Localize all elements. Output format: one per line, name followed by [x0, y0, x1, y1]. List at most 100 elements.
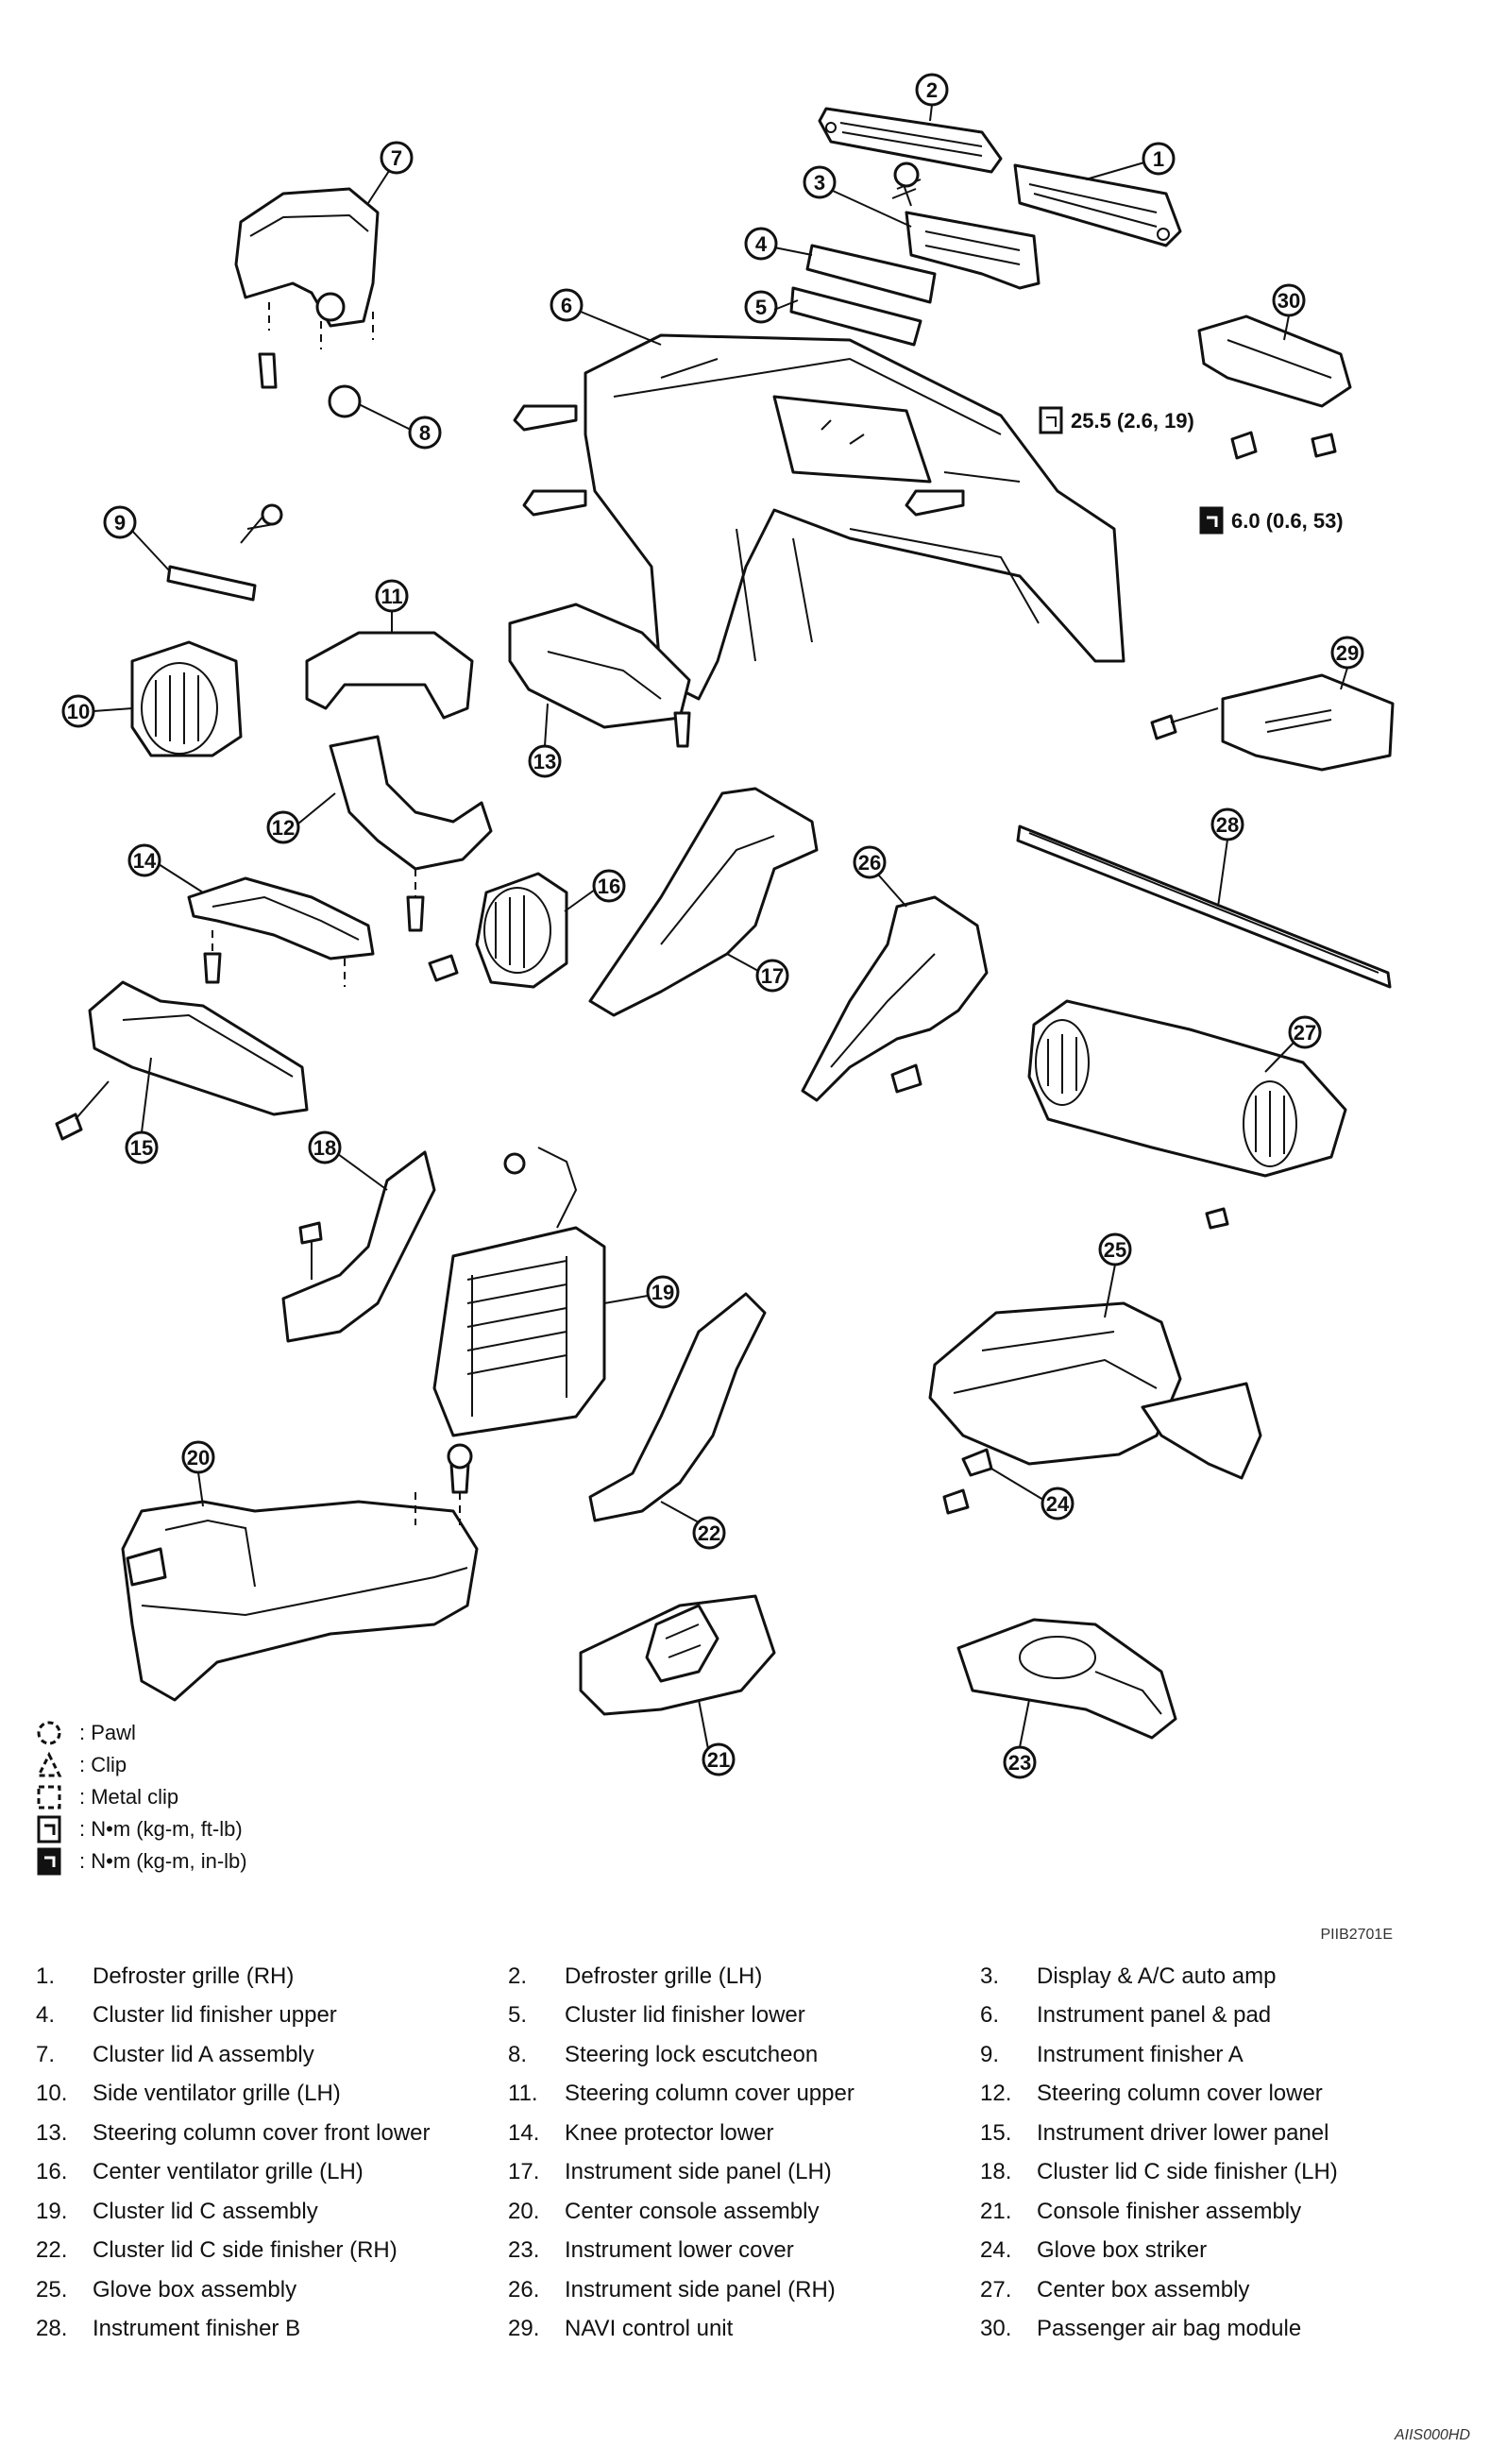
cluster-lid-finisher-upper: [805, 244, 937, 304]
svg-text:20: 20: [187, 1446, 210, 1470]
svg-text:15: 15: [130, 1136, 153, 1160]
parts-list-item: 23.Instrument lower cover: [508, 2232, 980, 2271]
part-number: 13.: [36, 2119, 68, 2146]
parts-list-item: 21. Console finisher assembly: [980, 2192, 1452, 2232]
callout-3: 3: [803, 165, 837, 199]
center-ventilator-grille-lh: [428, 872, 568, 989]
callout-13: 13: [528, 744, 562, 778]
parts-list-item: 15.Instrument driver lower panel: [980, 2114, 1452, 2153]
part-name: Glove box striker: [1037, 2237, 1208, 2264]
parts-list-item: 1. Defroster grille (RH): [36, 1957, 508, 1997]
part-name: Console finisher assembly: [1037, 2198, 1302, 2224]
part-number: 17.: [508, 2159, 540, 2185]
callout-12: 12: [266, 810, 300, 844]
clip-icon: [36, 1751, 74, 1779]
legend-row-torque-ftlb: : N•m (kg-m, ft-lb): [36, 1813, 247, 1845]
part-name: Instrument lower cover: [565, 2237, 794, 2264]
part-name: Cluster lid C side finisher (RH): [93, 2237, 398, 2264]
part-number: 30.: [980, 2316, 1012, 2342]
part-number: 27.: [980, 2276, 1012, 2303]
parts-list-item: 6. Instrument panel & pad: [980, 1997, 1452, 2036]
parts-list-item: 26.Instrument side panel (RH): [508, 2270, 980, 2310]
callout-11: 11: [375, 579, 409, 613]
part-name: Center console assembly: [565, 2198, 820, 2224]
parts-list-item: 16. Center ventilator grille (LH): [36, 2153, 508, 2193]
part-number: 4.: [36, 2002, 56, 2029]
part-number: 2.: [508, 1963, 528, 1989]
part-name: Center ventilator grille (LH): [93, 2159, 364, 2185]
parts-list-item: 13.Steering column cover front lower: [36, 2114, 508, 2153]
parts-list-item: 7.Cluster lid A assembly: [36, 2035, 508, 2075]
svg-text:18: 18: [313, 1136, 336, 1160]
part-number: 6.: [980, 2002, 1000, 2029]
part-name: Instrument side panel (LH): [565, 2159, 832, 2185]
svg-text:1: 1: [1153, 147, 1164, 171]
parts-list-item: 22. Cluster lid C side finisher (RH): [36, 2232, 508, 2271]
steering-column-cover-front-lower: [508, 603, 691, 748]
part-number: 19.: [36, 2198, 68, 2224]
part-name: Passenger air bag module: [1037, 2316, 1302, 2342]
svg-text:21: 21: [707, 1748, 730, 1772]
part-number: 24.: [980, 2237, 1012, 2264]
part-number: 22.: [36, 2237, 68, 2264]
callout-23: 23: [1003, 1745, 1037, 1779]
parts-list-item: 20.Center console assembly: [508, 2192, 980, 2232]
svg-text:7: 7: [391, 146, 402, 170]
callout-2: 2: [915, 73, 949, 107]
part-name: Cluster lid A assembly: [93, 2041, 314, 2067]
part-name: Instrument side panel (RH): [565, 2276, 836, 2303]
part-name: Instrument driver lower panel: [1037, 2119, 1329, 2146]
callout-27: 27: [1288, 1015, 1322, 1049]
callout-9: 9: [103, 505, 137, 539]
exploded-parts-diagram: 1 2 3 4 5 6 7 8 9 10 11 12 13 14 15 16 1…: [55, 73, 1395, 1779]
svg-text:13: 13: [533, 750, 556, 773]
parts-list-item: 28.Instrument finisher B: [36, 2310, 508, 2350]
part-name: Glove box assembly: [93, 2276, 297, 2303]
part-number: 29.: [508, 2316, 540, 2342]
parts-list-item: 10. Side ventilator grille (LH): [36, 2075, 508, 2115]
svg-text:5: 5: [755, 296, 767, 319]
glove-box-striker: [942, 1448, 993, 1515]
callout-8: 8: [408, 416, 442, 450]
legend-row-torque-inlb: : N•m (kg-m, in-lb): [36, 1845, 247, 1878]
svg-text:25.5 (2.6, 19): 25.5 (2.6, 19): [1071, 409, 1194, 433]
part-number: 5.: [508, 2002, 528, 2029]
part-name: Cluster lid C assembly: [93, 2198, 318, 2224]
parts-list-item: 4.Cluster lid finisher upper: [36, 1997, 508, 2036]
legend-row-clip: : Clip: [36, 1749, 247, 1781]
part-name: Defroster grille (RH): [93, 1963, 295, 1989]
parts-list: 1. Defroster grille (RH) 2. Defroster grill…: [36, 1957, 1433, 2349]
part-number: 21.: [980, 2198, 1012, 2224]
legend-row-pawl: : Pawl: [36, 1717, 247, 1749]
part-name: Side ventilator grille (LH): [93, 2081, 341, 2107]
svg-text:19: 19: [651, 1281, 674, 1304]
center-console-assembly: [121, 1443, 479, 1702]
callout-17: 17: [755, 959, 789, 993]
cluster-lid-a-assembly: [234, 187, 380, 389]
svg-text:26: 26: [858, 851, 881, 875]
parts-list-item: 18.Cluster lid C side finisher (LH): [980, 2153, 1452, 2193]
part-number: 8.: [508, 2041, 528, 2067]
part-name: Cluster lid C side finisher (LH): [1037, 2159, 1338, 2185]
part-name: Instrument finisher A: [1037, 2041, 1244, 2067]
torque-spec-inlb: 6.0 (0.6, 53): [1199, 506, 1344, 535]
part-number: 10.: [36, 2081, 68, 2107]
instrument-finisher-a: [166, 503, 283, 602]
steering-lock-escutcheon: [328, 384, 362, 418]
instrument-side-panel-lh: [588, 787, 819, 1017]
legend-row-metal-clip: : Metal clip: [36, 1781, 247, 1813]
svg-text:12: 12: [272, 816, 295, 840]
part-name: NAVI control unit: [565, 2316, 734, 2342]
part-number: 11.: [508, 2081, 538, 2107]
part-number: 12.: [980, 2081, 1012, 2107]
part-number: 1.: [36, 1963, 56, 1989]
part-name: Defroster grille (LH): [565, 1963, 763, 1989]
svg-text:9: 9: [114, 511, 126, 535]
part-name: Steering column cover upper: [565, 2081, 855, 2107]
center-box-assembly: [1027, 999, 1347, 1230]
part-name: Instrument panel & pad: [1037, 2002, 1272, 2029]
metal-clip-icon: [36, 1783, 74, 1811]
part-name: Display & A/C auto amp: [1037, 1963, 1277, 1989]
part-number: 16.: [36, 2159, 68, 2185]
callout-16: 16: [592, 869, 626, 903]
